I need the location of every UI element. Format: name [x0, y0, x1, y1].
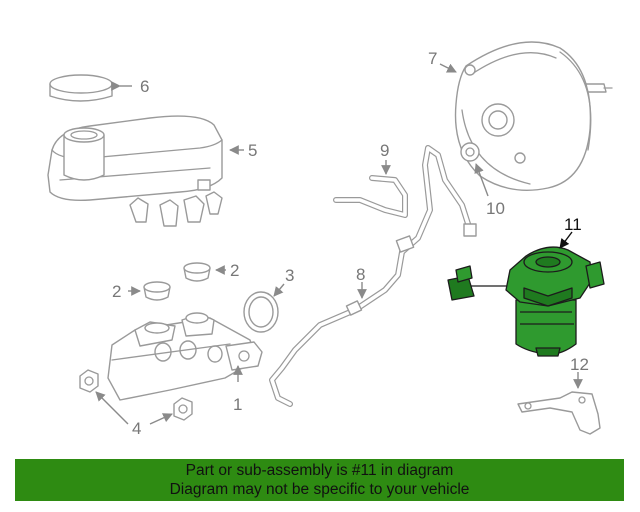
callout-4: 4	[132, 419, 141, 438]
callout-7: 7	[428, 49, 437, 68]
nut-right-part	[173, 397, 193, 421]
callout-9: 9	[380, 141, 389, 160]
bracket-part	[517, 372, 601, 435]
callout-11: 11	[564, 215, 582, 234]
callout-3: 3	[285, 266, 294, 285]
callout-10: 10	[486, 199, 505, 218]
check-valve-leader	[474, 163, 489, 197]
info-banner: Part or sub-assembly is #11 in diagram D…	[15, 459, 624, 501]
callout-1: 1	[233, 395, 242, 414]
master-cylinder-part	[107, 312, 263, 401]
callout-2-upper: 2	[230, 261, 239, 280]
reservoir-cap-part	[49, 74, 132, 102]
reservoir-part	[47, 115, 244, 227]
nut-left-part	[79, 369, 99, 393]
nut-leaders	[95, 391, 173, 425]
callout-8: 8	[356, 265, 365, 284]
banner-line-1: Part or sub-assembly is #11 in diagram	[185, 462, 454, 479]
vacuum-hose-long-part	[269, 145, 477, 407]
vacuum-pump-part	[447, 231, 605, 357]
vacuum-hose-short-part	[333, 160, 408, 218]
callout-5: 5	[248, 141, 257, 160]
grommet-lower-part	[128, 281, 171, 301]
grommet-upper-part	[183, 262, 226, 282]
seal-ring-part	[243, 283, 285, 333]
brake-booster-part	[439, 41, 613, 191]
callout-2-lower: 2	[112, 282, 121, 301]
callout-12: 12	[570, 355, 589, 374]
callout-6: 6	[140, 77, 149, 96]
banner-line-2: Diagram may not be specific to your vehi…	[169, 481, 470, 498]
